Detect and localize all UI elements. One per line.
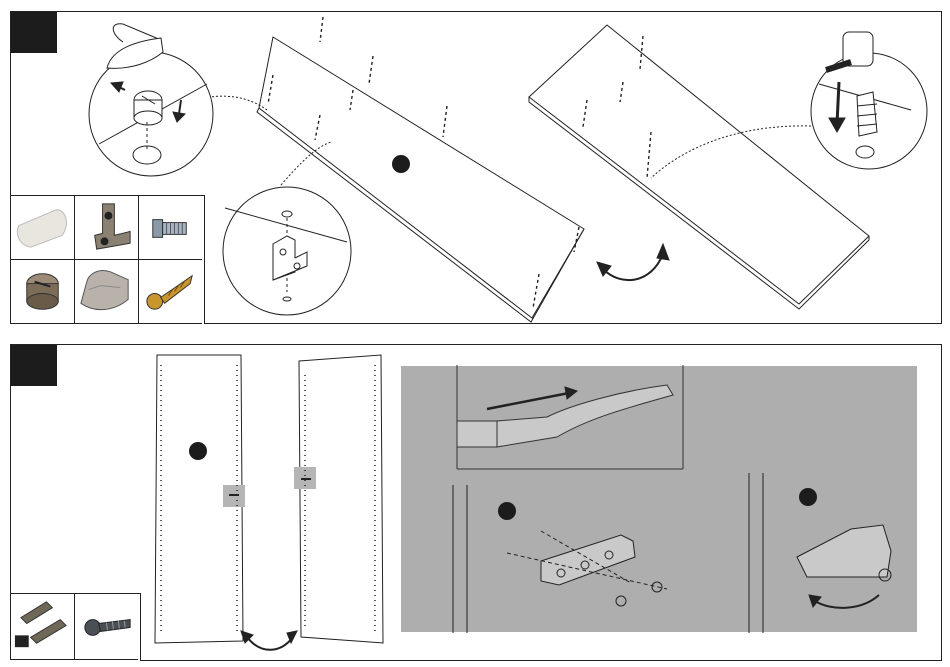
cam-bolt-icon <box>138 196 202 260</box>
step-2-parts-grid <box>10 593 141 661</box>
plastic-dowel-icon <box>10 196 74 260</box>
cam-lock-icon <box>10 260 74 324</box>
hinge-marker-left <box>498 502 516 520</box>
drywall-screw-icon <box>74 594 138 660</box>
angle-bracket-icon <box>74 196 138 260</box>
door-marker <box>189 442 207 460</box>
hinge-marker-right <box>799 488 817 506</box>
wood-screw-icon <box>138 260 202 324</box>
step-1-parts-grid <box>10 195 205 324</box>
door-right <box>299 355 383 643</box>
step-2-drawing <box>11 345 941 660</box>
step-1-panel <box>10 11 942 324</box>
step-2-panel <box>10 344 942 661</box>
board-marker <box>392 155 410 173</box>
plastic-cap-icon <box>74 260 138 324</box>
hinge-plates-icon <box>10 594 74 660</box>
panel-board-right <box>529 25 869 304</box>
